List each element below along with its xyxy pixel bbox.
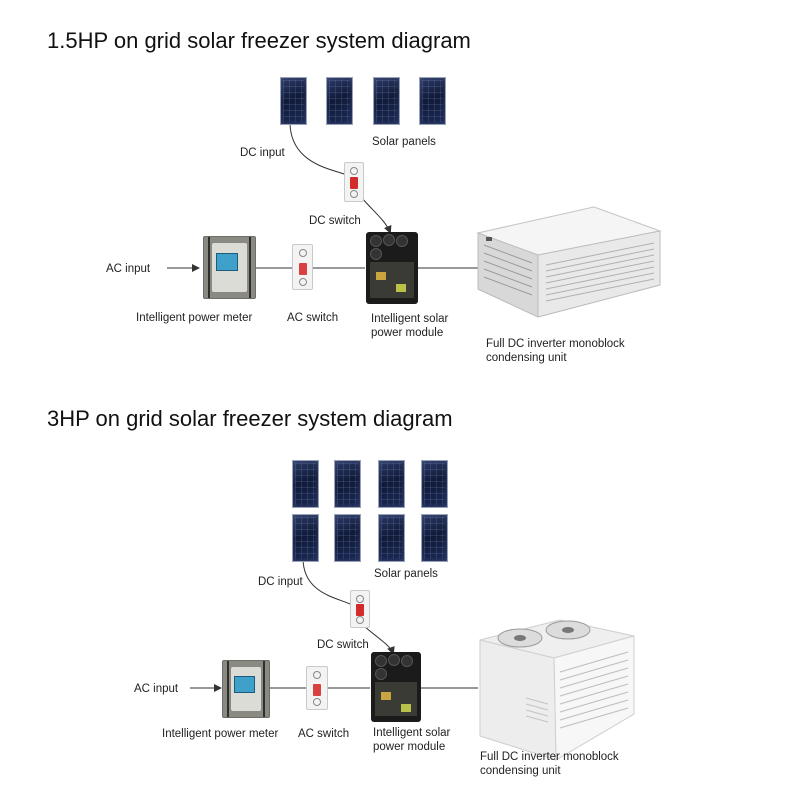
power-meter-label: Intelligent power meter — [162, 728, 279, 740]
solar-panel — [419, 77, 446, 125]
dc-input-wire — [302, 557, 353, 606]
solar-panel — [292, 460, 319, 508]
solar-panel — [326, 77, 353, 125]
dc-switch-label: DC switch — [317, 639, 369, 651]
condensing-unit-fan — [479, 619, 635, 761]
intelligent-solar-power-module — [366, 232, 418, 304]
solar-panel — [334, 514, 361, 562]
solar-panel — [421, 514, 448, 562]
dc-switch — [344, 162, 364, 202]
condensing-unit-label: Full DC inverter monoblock condensing un… — [480, 751, 619, 777]
intelligent-solar-power-module — [371, 652, 421, 722]
dc-switch — [350, 590, 370, 628]
solar-panel — [334, 460, 361, 508]
ac-switch — [306, 666, 328, 710]
ac-input-label: AC input — [106, 263, 151, 275]
condensing-unit-label: Full DC inverter monoblock condensing un… — [486, 338, 625, 364]
ac-switch-label: AC switch — [287, 312, 339, 324]
solar-panels-label: Solar panels — [374, 568, 438, 580]
dc-switch-label: DC switch — [309, 215, 361, 227]
diagram-title: 3HP on grid solar freezer system diagram — [47, 406, 453, 431]
solar-panel — [292, 514, 319, 562]
solar-panels-label: Solar panels — [372, 136, 436, 148]
dc-input-label: DC input — [240, 147, 285, 159]
dc-switch-arrow — [361, 197, 392, 234]
power-module-label: Intelligent solar power module — [373, 727, 451, 753]
intelligent-power-meter — [222, 660, 270, 718]
solar-panel — [378, 460, 405, 508]
ac-input-label: AC input — [134, 683, 179, 695]
diagram-1p5hp: 1.5HP on grid solar freezer system diagr… — [0, 0, 800, 390]
dc-switch-arrow — [363, 625, 395, 655]
solar-panel — [373, 77, 400, 125]
solar-panel — [378, 514, 405, 562]
ac-switch — [292, 244, 313, 290]
dc-input-label: DC input — [258, 576, 303, 588]
power-module-label: Intelligent solar power module — [371, 313, 449, 339]
solar-panel — [421, 460, 448, 508]
power-meter-label: Intelligent power meter — [136, 312, 253, 324]
intelligent-power-meter — [203, 236, 256, 299]
solar-panel — [280, 77, 307, 125]
condensing-unit-box — [476, 206, 662, 318]
diagram-3hp: 3HP on grid solar freezer system diagram… — [0, 390, 800, 804]
ac-switch-label: AC switch — [298, 728, 350, 740]
diagram-title: 1.5HP on grid solar freezer system diagr… — [47, 28, 471, 53]
wiring — [190, 557, 478, 692]
